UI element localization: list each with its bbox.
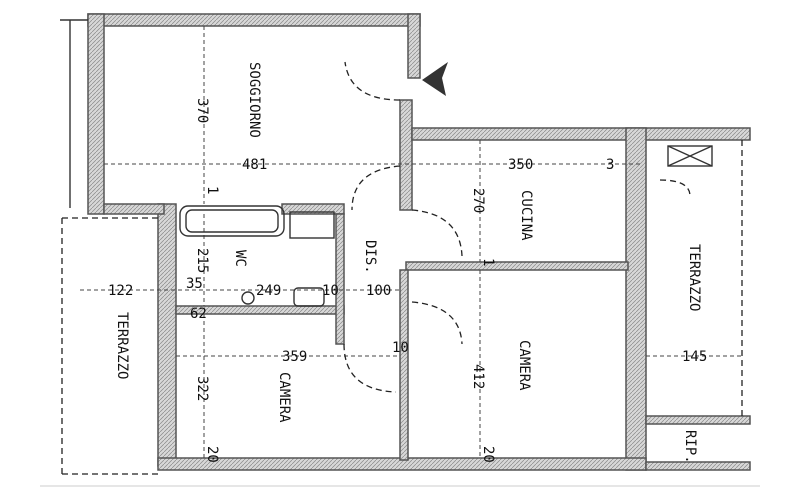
utility-box: [667, 145, 713, 167]
room-label-dis: DIS.: [362, 240, 378, 274]
wall-top-cucina: [411, 127, 751, 141]
wall-right-upper: [407, 13, 421, 79]
exterior-walls: [87, 13, 751, 471]
door-terrazzo-right: [659, 179, 691, 197]
doors: [343, 61, 691, 393]
room-label-soggiorno: SOGGIORNO: [246, 62, 262, 138]
dim-145: 145: [682, 349, 707, 365]
dim-370: 370: [194, 98, 210, 123]
dim-10: 10: [322, 283, 339, 299]
door-cucina: [411, 209, 463, 257]
dim-62: 62: [190, 306, 207, 322]
wall-cucina-camera: [405, 261, 629, 271]
wall-left-camera: [157, 203, 177, 467]
room-label-wc: WC: [232, 250, 248, 267]
dim-20-left: 20: [204, 446, 220, 463]
dim-1-top: 1: [204, 186, 220, 194]
utility-box-cross: [667, 145, 713, 167]
wall-left-soggiorno: [87, 13, 105, 215]
dim-1-cucina: 1: [480, 258, 496, 266]
door-entrance: [344, 61, 401, 101]
bathtub: [179, 205, 285, 237]
room-label-camera-left: CAMERA: [276, 372, 292, 423]
wall-rip-bottom: [645, 461, 751, 471]
fixtures: [179, 145, 713, 307]
dim-10b: 10: [392, 340, 409, 356]
dimension-numbers: 370 481 350 3 270 1 1 215 122 35 249 10 …: [108, 98, 707, 463]
wall-right-middle: [399, 99, 413, 211]
cabinet-wc: [289, 211, 335, 239]
dim-481: 481: [242, 157, 267, 173]
wall-soggiorno-bottom: [103, 203, 165, 215]
dim-350: 350: [508, 157, 533, 173]
door-camera-right: [411, 301, 463, 345]
wall-dis-camera-right: [399, 269, 409, 461]
dim-3: 3: [606, 157, 614, 173]
dim-35: 35: [186, 276, 203, 292]
toilet: [241, 291, 255, 305]
terrazzo-outlines: [60, 19, 743, 475]
room-label-terrazzo-right: TERRAZZO: [686, 244, 702, 311]
wall-wc-dis: [335, 213, 345, 345]
room-label-rip: RIP.: [682, 430, 698, 464]
dim-20-right: 20: [480, 446, 496, 463]
room-label-cucina: CUCINA: [518, 190, 534, 241]
dim-215: 215: [194, 248, 210, 273]
bathtub-inner: [185, 209, 279, 233]
wall-cucina-terrazzo: [625, 127, 647, 471]
door-soggiorno-dis: [351, 165, 401, 211]
dim-100: 100: [366, 283, 391, 299]
dim-270: 270: [470, 188, 486, 213]
room-labels: SOGGIORNO CUCINA TERRAZZO TERRAZZO WC DI…: [114, 62, 702, 464]
wall-top-soggiorno: [87, 13, 421, 27]
dimension-lines: [80, 26, 742, 458]
dim-412: 412: [470, 364, 486, 389]
room-label-camera-right: CAMERA: [516, 340, 532, 391]
door-camera-left: [343, 343, 397, 393]
room-label-terrazzo-left: TERRAZZO: [114, 312, 130, 379]
dim-122: 122: [108, 283, 133, 299]
dim-249: 249: [256, 283, 281, 299]
sink: [293, 287, 325, 307]
wall-rip-top: [645, 415, 751, 425]
north-arrow-icon: [422, 62, 448, 96]
dim-322: 322: [194, 376, 210, 401]
dim-359: 359: [282, 349, 307, 365]
